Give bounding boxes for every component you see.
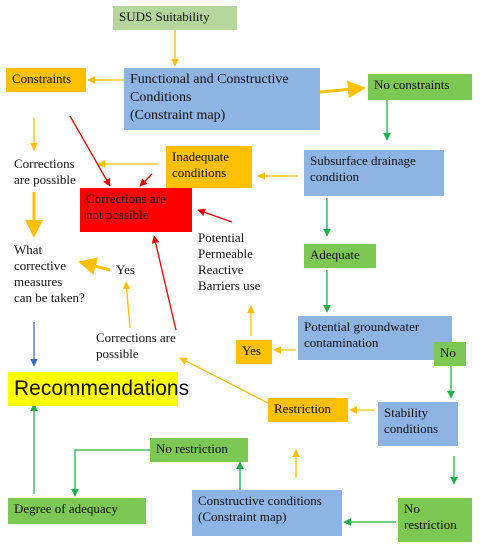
- node-no: No: [434, 342, 466, 366]
- node-inadequate-conditions: Inadequate conditions: [166, 146, 252, 188]
- node-restriction: Restriction: [268, 398, 348, 422]
- node-what-line-4: can be taken?: [14, 290, 85, 305]
- node-yes-2: Yes: [236, 340, 272, 364]
- node-groundwater-line-1: Potential groundwater: [304, 319, 420, 334]
- arrow-norestriction1-to-degree: [71, 449, 150, 497]
- arrow-corrpossible-to-yes: [122, 281, 131, 329]
- node-subsurface-line-1: Subsurface drainage: [310, 153, 416, 168]
- node-prb-line-3: Reactive: [198, 262, 244, 277]
- arrow-prb-to-notpossible: [197, 208, 233, 223]
- arrow-inadequate-to-notpossible: [139, 173, 153, 187]
- node-not-possible-line-1: Corrections are: [86, 191, 166, 206]
- node-subsurface-line-2: condition: [310, 169, 360, 184]
- node-what-line-2: corrective: [14, 258, 66, 273]
- node-corrections-not-possible: Corrections are not possible: [80, 188, 192, 232]
- node-functional-conditions: Functional and Constructive Conditions (…: [124, 68, 320, 130]
- node-degree-adequacy-label: Degree of adequacy: [14, 501, 118, 516]
- node-suds-suitability-label: SUDS Suitability: [119, 9, 210, 24]
- node-corrections-possible-1-line-2: are possible: [14, 172, 76, 187]
- node-inadequate-line-2: conditions: [172, 165, 227, 180]
- node-prb-line-1: Potential: [198, 230, 245, 245]
- node-recommendations-label: Recommendations: [14, 377, 190, 400]
- node-adequate: Adequate: [304, 244, 376, 268]
- node-no-label: No: [440, 345, 456, 360]
- node-stability-conditions: Stability conditions: [378, 402, 458, 446]
- node-no-restriction-2-line-2: restriction: [404, 517, 457, 532]
- node-what-line-1: What: [14, 242, 43, 257]
- node-stability-line-1: Stability: [384, 405, 429, 420]
- arrow-functional-to-noconstraints: [319, 80, 366, 99]
- node-stability-line-2: conditions: [384, 421, 439, 436]
- node-yes-2-label: Yes: [242, 343, 261, 358]
- node-degree-adequacy: Degree of adequacy: [8, 498, 146, 524]
- node-no-restriction-1: No restriction: [150, 438, 248, 462]
- node-constraints-label: Constraints: [12, 71, 72, 86]
- arrow-yes-to-what: [78, 257, 111, 275]
- arrow-restriction-to-corrpossible: [179, 357, 271, 405]
- node-constraints: Constraints: [6, 68, 86, 92]
- node-constructive-line-2: (Constraint map): [198, 509, 287, 524]
- node-corrections-possible-2: Corrections are possible: [96, 330, 200, 362]
- node-not-possible-line-2: not possible: [86, 207, 149, 222]
- node-prb-line-4: Barriers use: [198, 278, 261, 293]
- node-restriction-label: Restriction: [274, 401, 332, 416]
- node-what-line-3: measures: [14, 274, 63, 289]
- arrow-corrpossible2-to-notpossible: [151, 235, 177, 331]
- node-potential-groundwater: Potential groundwater contamination: [298, 316, 452, 360]
- node-corrections-possible-1: Corrections are possible: [14, 156, 104, 188]
- node-corrections-possible-2-line-1: Corrections are: [96, 330, 176, 345]
- node-suds-suitability: SUDS Suitability: [113, 6, 237, 30]
- node-subsurface-drainage: Subsurface drainage condition: [304, 150, 444, 196]
- node-constructive-conditions: Constructive conditions (Constraint map): [192, 490, 342, 536]
- node-no-restriction-1-label: No restriction: [156, 441, 228, 456]
- node-prb-line-2: Permeable: [198, 246, 253, 261]
- node-no-restriction-2: No restriction: [398, 498, 472, 542]
- node-recommendations: Recommendations: [8, 372, 189, 406]
- node-corrections-possible-1-line-1: Corrections: [14, 156, 75, 171]
- node-no-constraints-label: No constraints: [374, 77, 450, 92]
- node-potential-prb: Potential Permeable Reactive Barriers us…: [198, 230, 288, 294]
- node-what-measures: What corrective measures can be taken?: [14, 242, 114, 306]
- node-functional-line-2: Conditions: [130, 90, 192, 105]
- node-yes-1-label: Yes: [116, 262, 135, 277]
- node-no-restriction-2-line-1: No: [404, 501, 420, 516]
- node-inadequate-line-1: Inadequate: [172, 149, 230, 164]
- node-no-constraints: No constraints: [368, 74, 472, 100]
- node-functional-line-1: Functional and Constructive: [130, 72, 289, 87]
- node-constructive-line-1: Constructive conditions: [198, 493, 322, 508]
- node-functional-line-3: (Constraint map): [130, 108, 226, 123]
- node-groundwater-line-2: contamination: [304, 335, 379, 350]
- arrow-constraints-to-notpossible: [69, 115, 111, 187]
- node-adequate-label: Adequate: [310, 247, 360, 262]
- node-corrections-possible-2-line-2: possible: [96, 346, 139, 361]
- node-yes-1: Yes: [116, 262, 146, 278]
